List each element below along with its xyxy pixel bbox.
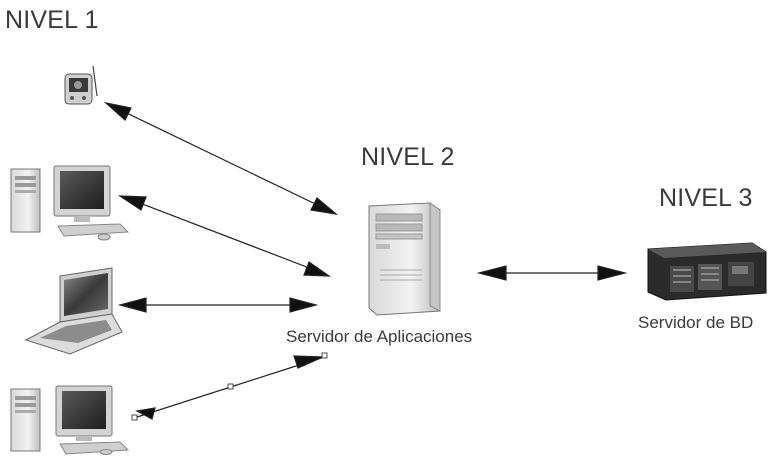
level-2-label: NIVEL 2: [361, 143, 455, 171]
level-1-label: NIVEL 1: [5, 6, 99, 34]
app-server-label: Servidor de Aplicaciones: [286, 327, 473, 346]
db-server-label: Servidor de BD: [638, 313, 754, 332]
rack-server-icon: [647, 242, 767, 301]
laptop-icon: [24, 267, 123, 355]
connection-pda-to-app-server: [103, 101, 339, 215]
connection-desktop2-to-app-server: [131, 352, 328, 421]
connection-laptop-to-app-server: [117, 297, 319, 313]
connection-desktop1-to-app-server: [117, 195, 332, 277]
desktop-computer-icon: [10, 165, 130, 241]
connection-app-server-to-db-server: [476, 265, 628, 281]
desktop-computer-icon: [10, 385, 130, 455]
level-3-label: NIVEL 3: [659, 184, 753, 212]
pda-device-icon: [64, 65, 98, 105]
tower-server-icon: [368, 202, 441, 316]
